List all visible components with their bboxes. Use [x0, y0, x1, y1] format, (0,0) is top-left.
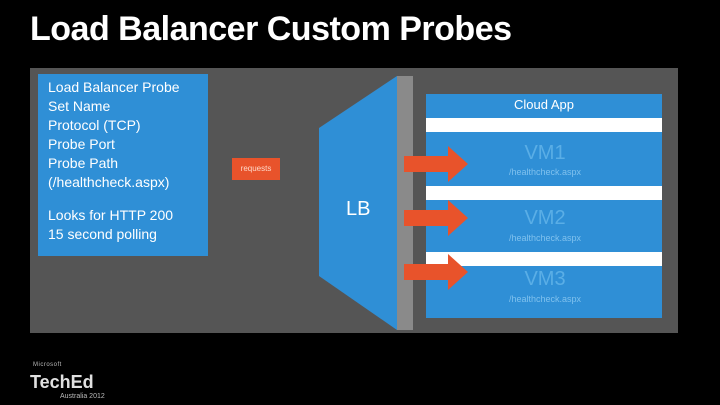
request-tag: requests — [232, 158, 280, 180]
vm1-path: /healthcheck.aspx — [508, 167, 582, 177]
probe-line: Set Name — [48, 98, 111, 114]
probe-line: Protocol (TCP) — [48, 117, 141, 133]
vm2-name: VM2 — [524, 207, 566, 229]
probe-line: Probe Port — [48, 136, 115, 152]
logo-microsoft: Microsoft — [33, 362, 62, 368]
vm3-path: /healthcheck.aspx — [508, 294, 582, 304]
arrow-to-vm3 — [404, 254, 468, 290]
vm1-name: VM1 — [524, 142, 566, 164]
vm-divider — [426, 252, 662, 266]
probe-line: Load Balancer Probe — [48, 79, 180, 95]
probe-line: (/healthcheck.aspx) — [48, 174, 170, 190]
logo-subtitle: Australia 2012 — [60, 393, 105, 400]
vm-divider — [426, 118, 662, 132]
spacer — [48, 192, 208, 206]
vm-divider — [426, 186, 662, 200]
funnel-front — [319, 76, 413, 330]
request-tag-text: requests — [240, 164, 272, 173]
logo-teched: TechEd — [30, 372, 94, 392]
probe-line: Probe Path — [48, 155, 119, 171]
cloud-app-title: Cloud App — [514, 97, 574, 112]
probe-line: Looks for HTTP 200 — [48, 207, 174, 223]
probe-config-box: Load Balancer Probe Set Name Protocol (T… — [38, 74, 208, 256]
probe-line: 15 second polling — [48, 226, 157, 242]
arrow-to-vm1 — [404, 146, 468, 182]
lb-label: LB — [346, 198, 371, 220]
slide-title: Load Balancer Custom Probes — [30, 10, 512, 48]
arrow-to-vm2 — [404, 200, 468, 236]
vm3-name: VM3 — [524, 268, 566, 290]
vm2-path: /healthcheck.aspx — [508, 233, 582, 243]
